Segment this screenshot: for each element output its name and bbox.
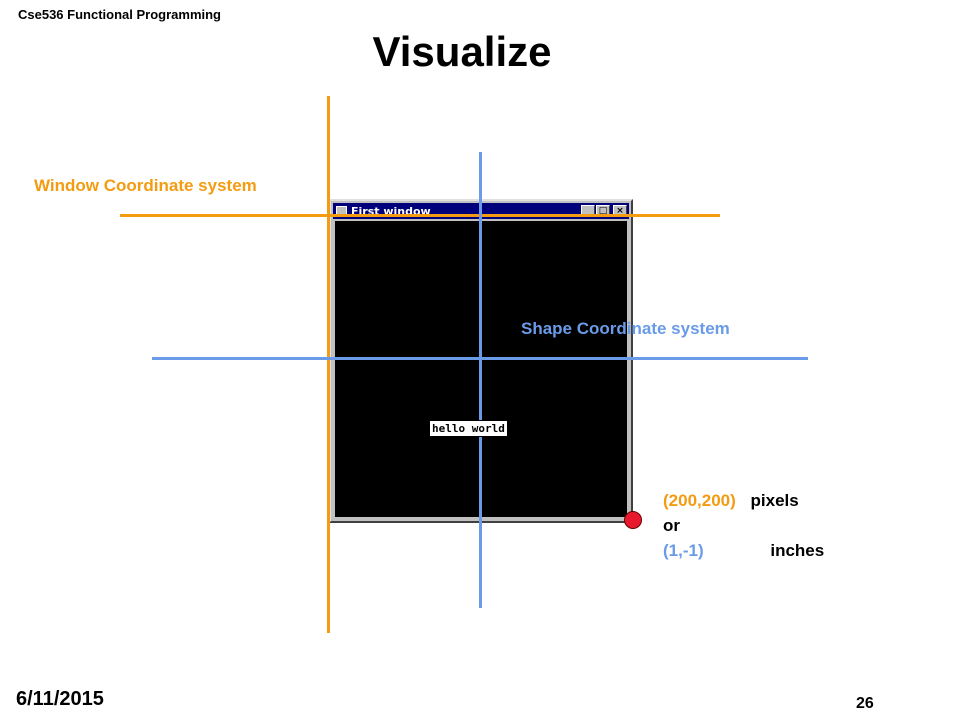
- course-header: Cse536 Functional Programming: [18, 7, 221, 22]
- inch-coordinate: (1,-1): [663, 541, 704, 560]
- or-connector: or: [663, 516, 680, 535]
- coordinate-annotation: (200,200) pixels or (1,-1) inches: [663, 488, 824, 563]
- slide-date: 6/11/2015: [16, 688, 104, 710]
- pixel-unit: pixels: [750, 491, 799, 510]
- window-y-axis: [327, 96, 330, 633]
- corner-point-marker: [624, 511, 642, 529]
- page-number: 26: [856, 695, 874, 712]
- pixel-coordinate: (200,200): [663, 491, 736, 510]
- window-coordinate-label: Window Coordinate system: [34, 176, 257, 195]
- inch-unit: inches: [770, 541, 825, 560]
- shape-coordinate-label: Shape Coordinate system: [521, 319, 730, 338]
- hello-world-text: hello world: [429, 420, 508, 437]
- window-x-axis: [120, 214, 720, 217]
- slide-title: Visualize: [372, 28, 552, 75]
- shape-y-axis: [479, 152, 482, 608]
